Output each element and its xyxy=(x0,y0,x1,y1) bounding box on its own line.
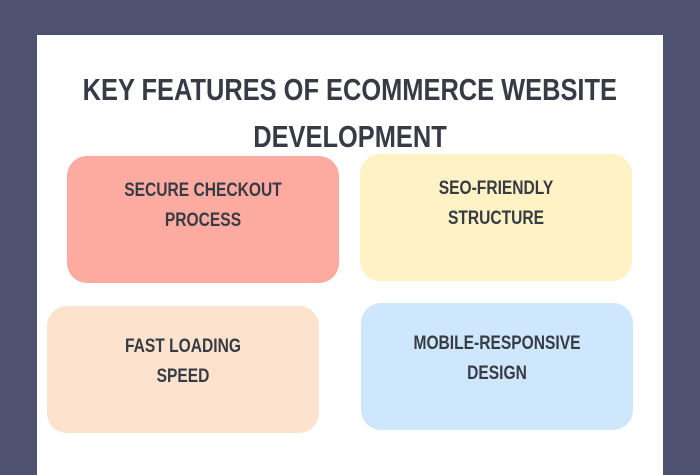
page-title: Key Features of Ecommerce Website Develo… xyxy=(0,66,700,160)
feature-label: SEO-FriendlyStructure xyxy=(389,174,602,234)
feature-card-secure-checkout: Secure CheckoutProcess xyxy=(67,156,339,283)
feature-label-line: Fast Loading xyxy=(124,336,241,357)
feature-label-line: Structure xyxy=(447,208,545,229)
feature-label-line: Secure Checkout xyxy=(124,180,282,201)
feature-label: Secure CheckoutProcess xyxy=(96,176,309,236)
feature-label-line: SEO-Friendly xyxy=(438,178,554,199)
feature-card-seo-friendly: SEO-FriendlyStructure xyxy=(360,154,632,281)
title-line-1: Key Features of Ecommerce Website xyxy=(82,72,618,107)
feature-label-line: Speed xyxy=(156,366,210,387)
feature-label: Mobile-ResponsiveDesign xyxy=(390,329,603,389)
feature-card-fast-loading: Fast LoadingSpeed xyxy=(47,306,319,433)
feature-label: Fast LoadingSpeed xyxy=(76,332,289,392)
feature-label-line: Design xyxy=(467,363,527,384)
feature-card-mobile-responsive: Mobile-ResponsiveDesign xyxy=(361,303,633,430)
feature-label-line: Process xyxy=(164,210,242,231)
title-line-2: Development xyxy=(253,119,447,154)
feature-label-line: Mobile-Responsive xyxy=(413,333,581,354)
